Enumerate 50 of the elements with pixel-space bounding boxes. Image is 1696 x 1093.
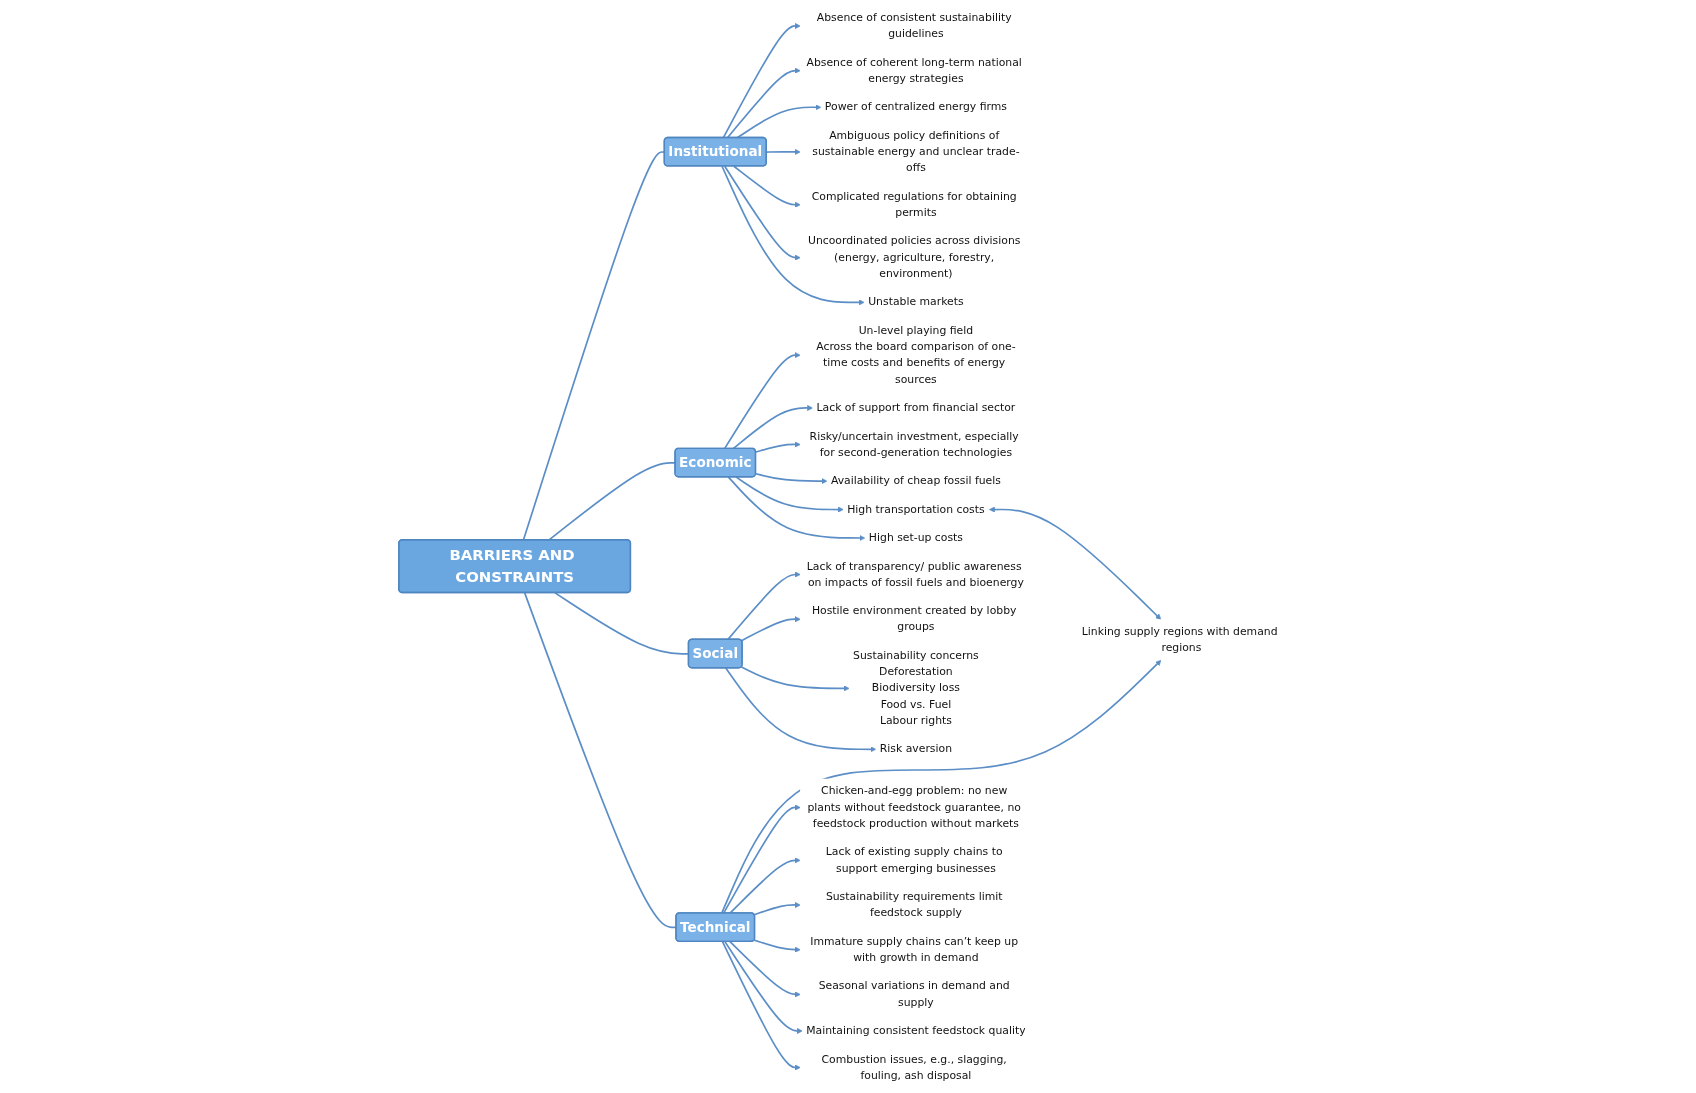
node-text: Seasonal variations in demand and supply (818, 979, 1010, 1009)
node-text: Power of centralized energy firms (824, 100, 1007, 114)
node-text: Availability of cheap fossil fuels (830, 474, 1001, 487)
arrow (755, 441, 801, 453)
node-text: Un-level playing field Across the board comparison of one-time costs and benefits of energy sources (816, 323, 1016, 386)
node-text: Sustainability requirements limit feedstock supply (825, 889, 1003, 919)
arrow (726, 67, 801, 139)
node-text: Combustion issues, e.g., slagging, fouling, ash disposal (821, 1052, 1007, 1082)
node-text: Immature supply chains can’t keep up with growth in demand (810, 934, 1019, 964)
node-text: Lack of existing supply chains to support emerging businesses (825, 845, 1003, 875)
arrow (989, 506, 1162, 620)
node-text: Risky/uncertain investment, especially for second-generation technologies (809, 429, 1019, 459)
node-text: Unstable markets (868, 295, 964, 309)
node-text: Hostile environment created by lobby groups (811, 604, 1017, 634)
arrow (722, 804, 801, 915)
arrow (753, 902, 801, 916)
node-text: Uncoordinated policies across divisions (energy, agriculture, forestry, environment) (807, 234, 1021, 280)
arrow (721, 940, 801, 1071)
node-text: Chicken-and-egg problem: no new plants without feedstock guarantee, no feedstock production without markets (807, 784, 1021, 830)
arrow (723, 352, 801, 450)
arrow (740, 666, 850, 692)
node-text: Absence of consistent sustainability guidelines (816, 10, 1012, 40)
node-text: Linking supply regions with demand regions (1081, 624, 1278, 654)
arrow (733, 165, 801, 208)
node-text: High transportation costs (847, 502, 985, 516)
node-text: Absence of coherent long-term national energy strategies (806, 55, 1022, 85)
arrow (736, 104, 822, 139)
arrow (721, 165, 865, 306)
arrow (740, 616, 801, 642)
arrow (729, 940, 801, 998)
node-text: Sustainability concerns Deforestation Biodiversity loss Food vs. Fuel Labour rights (853, 648, 979, 727)
arrow (720, 660, 1162, 915)
arrow (735, 476, 844, 513)
arrow (723, 165, 801, 261)
arrow (726, 571, 801, 641)
node-text: Lack of transparency/ public awareness on impacts of fossil fuels and bioenergy (806, 559, 1024, 589)
node-text: Risk aversion (879, 742, 953, 756)
arrow (732, 404, 814, 450)
arrow (724, 940, 803, 1034)
node-text: Ambiguous policy definitions of sustainable energy and unclear trade-offs (812, 128, 1020, 175)
arrow (727, 476, 866, 541)
node-text: Lack of support from financial sector (816, 400, 1016, 414)
node-text: Maintaining consistent feedstock quality (806, 1023, 1026, 1037)
arrow (729, 857, 801, 915)
arrow (724, 667, 877, 753)
node-text: Complicated regulations for obtaining permits (811, 189, 1017, 219)
arrow (722, 23, 801, 139)
arrow (753, 939, 801, 953)
arrow (755, 472, 828, 485)
node-text: High set-up costs (868, 530, 963, 544)
